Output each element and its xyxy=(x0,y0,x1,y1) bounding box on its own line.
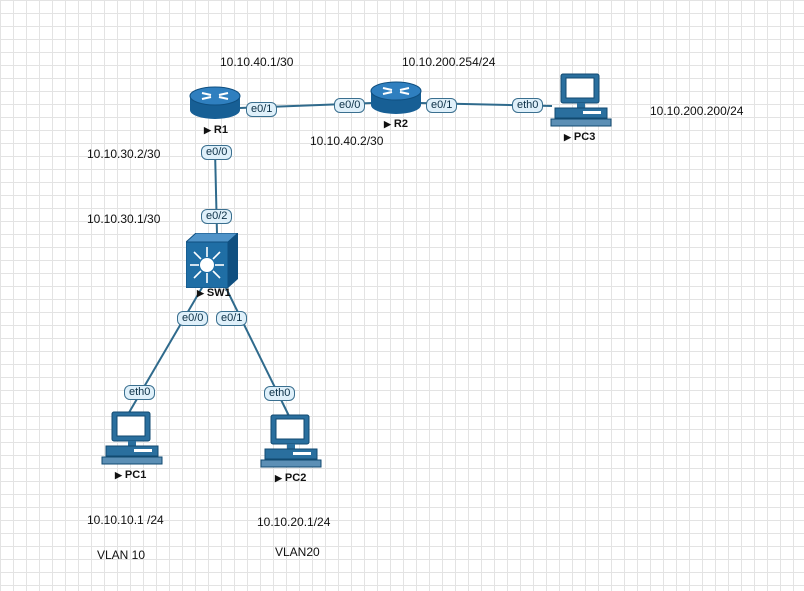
pc-icon xyxy=(550,73,612,127)
play-icon: ▶ xyxy=(275,473,282,483)
node-name: PC2 xyxy=(284,472,307,484)
port-r1-e0-0[interactable]: e0/0 xyxy=(201,145,233,160)
address-label-pc1[interactable]: 10.10.10.1 /24 xyxy=(87,513,164,527)
pc-icon xyxy=(260,414,322,468)
address-label-pc3[interactable]: 10.10.200.200/24 xyxy=(650,104,744,118)
node-label-r2: ▶R2 xyxy=(384,118,408,130)
port-r2-e0-1[interactable]: e0/1 xyxy=(426,98,458,113)
play-icon: ▶ xyxy=(204,125,211,135)
node-label-pc3: ▶PC3 xyxy=(564,131,595,143)
router-r1[interactable] xyxy=(188,86,242,120)
node-name: R1 xyxy=(213,124,228,136)
address-label-r2-pc3[interactable]: 10.10.200.254/24 xyxy=(402,55,496,69)
port-pc2-eth0[interactable]: eth0 xyxy=(264,386,296,401)
address-label-pc2[interactable]: 10.10.20.1/24 xyxy=(257,515,331,529)
port-sw1-e0-1[interactable]: e0/1 xyxy=(216,311,248,326)
address-label-r1-down[interactable]: 10.10.30.2/30 xyxy=(87,147,161,161)
node-label-pc1: ▶PC1 xyxy=(115,469,146,481)
router-r2[interactable] xyxy=(369,81,423,115)
port-pc1-eth0[interactable]: eth0 xyxy=(124,385,156,400)
vlan-label-pc2[interactable]: VLAN20 xyxy=(275,545,320,559)
node-name: SW1 xyxy=(206,287,231,299)
vlan-label-pc1[interactable]: VLAN 10 xyxy=(97,548,146,562)
switch-sw1[interactable] xyxy=(184,232,240,289)
port-sw1-e0-2[interactable]: e0/2 xyxy=(201,209,233,224)
node-label-sw1: ▶SW1 xyxy=(197,287,231,299)
router-icon xyxy=(189,86,241,119)
play-icon: ▶ xyxy=(197,288,204,298)
router-icon xyxy=(370,81,422,114)
address-label-r1-r2-bottom[interactable]: 10.10.40.2/30 xyxy=(310,134,384,148)
pc-pc1[interactable] xyxy=(100,410,164,466)
node-name: PC1 xyxy=(124,469,147,481)
port-r1-e0-1[interactable]: e0/1 xyxy=(246,102,278,117)
pc-icon xyxy=(101,411,163,465)
pc-pc3[interactable] xyxy=(549,72,613,128)
address-label-r1-r2-top[interactable]: 10.10.40.1/30 xyxy=(220,55,294,69)
address-label-sw1-up[interactable]: 10.10.30.1/30 xyxy=(87,212,161,226)
play-icon: ▶ xyxy=(384,119,391,129)
node-name: PC3 xyxy=(573,131,596,143)
pc-pc2[interactable] xyxy=(259,413,323,469)
node-name: R2 xyxy=(393,118,408,130)
play-icon: ▶ xyxy=(564,132,571,142)
port-sw1-e0-0[interactable]: e0/0 xyxy=(177,311,209,326)
play-icon: ▶ xyxy=(115,470,122,480)
node-label-pc2: ▶PC2 xyxy=(275,472,306,484)
node-label-r1: ▶R1 xyxy=(204,124,228,136)
port-pc3-eth0[interactable]: eth0 xyxy=(512,98,544,113)
layer3-switch-icon xyxy=(184,232,240,289)
port-r2-e0-0[interactable]: e0/0 xyxy=(334,98,366,113)
